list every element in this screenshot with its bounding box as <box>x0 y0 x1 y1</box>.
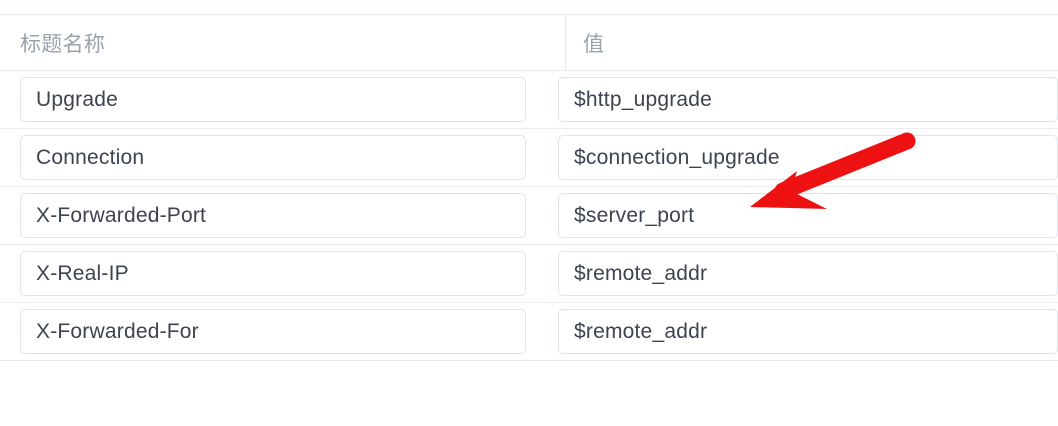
table-row: Connection $connection_upgrade <box>0 129 1058 187</box>
header-name-input[interactable]: X-Forwarded-Port <box>20 193 526 238</box>
cell-value: $remote_addr <box>541 303 1058 360</box>
header-name-input[interactable]: Connection <box>20 135 526 180</box>
column-header-value: 值 <box>583 32 605 56</box>
cell-name: X-Real-IP <box>0 245 541 302</box>
header-value-input[interactable]: $http_upgrade <box>558 77 1058 122</box>
cell-value: $connection_upgrade <box>541 129 1058 186</box>
cell-name: X-Forwarded-For <box>0 303 541 360</box>
cell-name: Upgrade <box>0 71 541 128</box>
table-body: Upgrade $http_upgrade Connection $connec… <box>0 71 1058 361</box>
cell-name: X-Forwarded-Port <box>0 187 541 244</box>
header-name-input[interactable]: X-Forwarded-For <box>20 309 526 354</box>
cell-value: $remote_addr <box>541 245 1058 302</box>
table-row: X-Real-IP $remote_addr <box>0 245 1058 303</box>
header-value-input[interactable]: $remote_addr <box>558 309 1058 354</box>
cell-value: $server_port <box>541 187 1058 244</box>
header-value-input[interactable]: $connection_upgrade <box>558 135 1058 180</box>
cell-value: $http_upgrade <box>541 71 1058 128</box>
column-header-name: 标题名称 <box>0 15 566 70</box>
header-value-input[interactable]: $server_port <box>558 193 1058 238</box>
table-row: Upgrade $http_upgrade <box>0 71 1058 129</box>
header-name-input[interactable]: Upgrade <box>20 77 526 122</box>
header-name-input[interactable]: X-Real-IP <box>20 251 526 296</box>
table-row: X-Forwarded-For $remote_addr <box>0 303 1058 361</box>
cell-name: Connection <box>0 129 541 186</box>
headers-table: 标题名称 值 Upgrade $http_upgrade Connection … <box>0 14 1058 361</box>
table-row: X-Forwarded-Port $server_port <box>0 187 1058 245</box>
table-header-row: 标题名称 值 <box>0 15 1058 71</box>
header-value-input[interactable]: $remote_addr <box>558 251 1058 296</box>
